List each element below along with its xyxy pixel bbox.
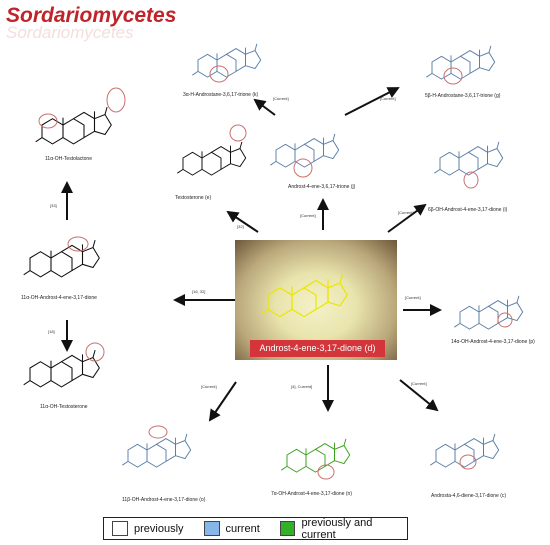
highlight-o bbox=[148, 425, 168, 439]
highlight-testolactone-a bbox=[38, 113, 58, 129]
center-compound-label: Androst-4-ene-3,17-dione (d) bbox=[250, 340, 385, 357]
legend-item-current: current bbox=[203, 521, 260, 536]
legend-swatch-previously bbox=[112, 521, 128, 536]
highlight-i bbox=[463, 171, 479, 189]
label-n: 7α-OH-Androst-4-ene-3,17-dione (n) bbox=[271, 491, 352, 497]
highlight-c bbox=[459, 454, 477, 470]
label-11a: 11α-OH-Androst-4-ene-3,17-dione bbox=[21, 295, 97, 301]
ref-d-o: [Current] bbox=[201, 384, 217, 389]
arrow-d-to-o bbox=[208, 381, 237, 422]
legend: previously current previously and curren… bbox=[103, 516, 408, 541]
label-j: Androst-4-ene-3,6,17-trione (j) bbox=[288, 184, 356, 190]
highlight-e bbox=[229, 124, 247, 142]
structure-g bbox=[425, 45, 496, 80]
ref-j-g: [Current] bbox=[380, 96, 396, 101]
label-k: 3α-H-Androstane-3,6,17-trione (k) bbox=[183, 92, 259, 98]
structure-j bbox=[269, 133, 340, 168]
ref-tl: [33] bbox=[50, 203, 57, 208]
label-i: 6β-OH-Androst-4-ene-3,17-dione (i) bbox=[428, 207, 508, 213]
ref-d-p: [Current] bbox=[405, 295, 421, 300]
ref-d-j: [Current] bbox=[300, 213, 316, 218]
structure-o bbox=[121, 433, 192, 468]
label-testolactone: 11α-OH-Testolactone bbox=[45, 156, 92, 162]
label-e: Testosterone (e) bbox=[175, 195, 212, 201]
highlight-j bbox=[293, 158, 313, 178]
figure-title: Sordariomycetes bbox=[6, 4, 177, 27]
ref-d-c: [Current] bbox=[411, 381, 427, 386]
arrow-j-to-k bbox=[253, 98, 276, 116]
arrow-d-to-i bbox=[387, 203, 427, 233]
label-c: Androsta-4,6-diene-3,17-dione (c) bbox=[431, 493, 507, 499]
structure-p bbox=[453, 295, 524, 330]
highlight-p bbox=[497, 312, 513, 328]
highlight-g bbox=[443, 67, 463, 85]
structure-k bbox=[191, 43, 262, 78]
figure-title-shadow: Sordariomycetes bbox=[6, 23, 134, 42]
highlight-n bbox=[317, 464, 335, 480]
legend-label-previously-and-current: previously and current bbox=[301, 516, 373, 541]
legend-label-current: current bbox=[225, 522, 260, 535]
structure-c bbox=[429, 433, 500, 468]
structure-testolactone bbox=[35, 106, 112, 145]
ref-d-n: [4], Current] bbox=[291, 384, 313, 389]
arrow-d-to-c bbox=[399, 379, 439, 412]
ref-d-e: [32] bbox=[237, 224, 244, 229]
ref-oht: [18] bbox=[48, 329, 55, 334]
ref-d-11a: [16, 32] bbox=[192, 289, 206, 294]
structure-e bbox=[176, 141, 247, 176]
structure-oht bbox=[23, 349, 100, 388]
ref-j-k: [Current] bbox=[273, 96, 289, 101]
label-o: 11β-OH-Androst-4-ene-3,17-dione (o) bbox=[122, 497, 206, 503]
legend-item-previously-and-current: previously and current bbox=[279, 516, 407, 541]
highlight-11a bbox=[67, 236, 89, 252]
arrow-j-to-g bbox=[344, 87, 400, 116]
highlight-testolactone-d bbox=[106, 87, 126, 113]
structure-i bbox=[433, 141, 504, 176]
highlight-k bbox=[209, 65, 229, 83]
legend-swatch-current bbox=[203, 521, 220, 536]
legend-swatch-previously-and-current bbox=[279, 521, 296, 536]
ref-d-i: [Current] bbox=[398, 210, 414, 215]
label-g: 5β-H-Androstane-3,6,17-trione (g) bbox=[425, 93, 501, 99]
label-oht: 11α-OH-Testosterone bbox=[40, 404, 88, 410]
highlight-oht bbox=[85, 342, 105, 362]
structure-n bbox=[280, 438, 351, 473]
label-p: 14α-OH-Androst-4-ene-3,17-dione (p) bbox=[451, 339, 535, 345]
legend-label-previously: previously bbox=[134, 522, 184, 535]
structure-d bbox=[260, 274, 348, 318]
arrow-d-to-e bbox=[226, 210, 259, 233]
legend-item-previously: previously bbox=[112, 521, 184, 536]
